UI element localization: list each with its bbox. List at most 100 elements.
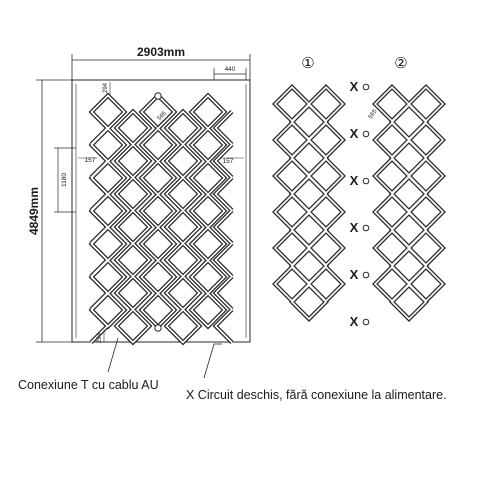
p2-cell-a-1-1 (406, 120, 446, 160)
main-edge-right-inner-6 (214, 308, 233, 344)
panel-2-label: ② (394, 55, 407, 72)
p1-cell-a-0-0-inner (273, 85, 311, 123)
caption-pointers (107, 337, 222, 379)
break-connector (362, 130, 370, 138)
p1-cell-b-3 (289, 210, 329, 250)
p1-cell-b-1 (289, 138, 329, 178)
lattice-main-inner (90, 94, 233, 344)
break-x-marker: X (350, 267, 359, 282)
break-x-marker: X (350, 173, 359, 188)
p1-cell-b-5 (289, 282, 329, 322)
p2-cell-b-2-inner (390, 175, 428, 213)
cell-span-right-label: 565 (368, 108, 379, 120)
frame-rect (71, 79, 251, 343)
cell-span-label: 565 (157, 110, 169, 122)
p2-cell-a-4-0 (372, 228, 412, 268)
p2-cell-a-5-0-inner (373, 265, 411, 303)
side-left-label: 157 (85, 157, 96, 164)
main-cell-b-6-1-inner (165, 308, 201, 344)
break-connector (362, 177, 370, 185)
p1-cell-b-0 (289, 102, 329, 142)
break-x-marker: X (350, 220, 359, 235)
p2-cell-a-5-1-inner (407, 265, 445, 303)
break-markers: X X X X X X (350, 79, 370, 329)
main-edge-left-inner-0 (90, 110, 109, 146)
width-dimension (71, 54, 251, 80)
p2-cell-a-5-0 (372, 264, 412, 304)
break-connector (362, 83, 370, 91)
p2-cell-a-2-1 (406, 156, 446, 196)
p1-cell-a-0-1 (306, 84, 346, 124)
p1-cell-b-5-inner (290, 283, 328, 321)
p2-cell-a-1-1-inner (407, 121, 445, 159)
p2-cell-b-5 (389, 282, 429, 322)
p2-cell-a-1-0-inner (373, 121, 411, 159)
p2-cell-a-3-0-inner (373, 193, 411, 231)
break-connector (362, 318, 370, 326)
main-edge-right-inner-5 (214, 275, 233, 311)
p1-cell-a-5-0-inner (273, 265, 311, 303)
main-edge-right-inner-2 (214, 176, 233, 212)
p1-cell-a-3-1-inner (307, 193, 345, 231)
main-connectors (154, 92, 162, 332)
p2-cell-a-2-0 (372, 156, 412, 196)
bottom-connector (154, 324, 162, 332)
p2-cell-a-3-1-inner (407, 193, 445, 231)
lattice-panel-2-inner (373, 85, 445, 321)
p2-cell-a-2-1-inner (407, 157, 445, 195)
p1-cell-a-2-0-inner (273, 157, 311, 195)
break-connector (362, 224, 370, 232)
p2-cell-b-1-inner (390, 139, 428, 177)
p1-cell-b-1-inner (290, 139, 328, 177)
p2-cell-b-3 (389, 210, 429, 250)
main-cell-a-6-2-inner (190, 292, 226, 328)
p1-cell-a-1-0 (272, 120, 312, 160)
bottom-gap-label: 294 (97, 332, 103, 343)
p1-cell-a-0-1-inner (307, 85, 345, 123)
main-edge-right-inner-4 (214, 242, 233, 278)
p1-cell-a-3-0-inner (273, 193, 311, 231)
p1-cell-a-4-0 (272, 228, 312, 268)
p1-cell-a-2-0 (272, 156, 312, 196)
p1-cell-a-2-1-inner (307, 157, 345, 195)
p1-cell-a-1-1 (306, 120, 346, 160)
p2-cell-b-2 (389, 174, 429, 214)
break-connector (362, 271, 370, 279)
p1-cell-a-3-0 (272, 192, 312, 232)
vertical-gap-label: 1180 (61, 173, 68, 187)
main-edge-right-inner-1 (214, 143, 233, 179)
corner-offset-label: 440 (225, 66, 236, 73)
p2-cell-a-3-1 (406, 192, 446, 232)
vertical-gap-dimension (54, 147, 76, 213)
break-x-marker: X (350, 314, 359, 329)
p2-cell-a-0-0-inner (373, 85, 411, 123)
p1-cell-a-4-1 (306, 228, 346, 268)
p2-cell-b-4-inner (390, 247, 428, 285)
p2-cell-b-3-inner (390, 211, 428, 249)
side-right-label: 157 (223, 158, 234, 165)
main-edge-left-inner-1 (90, 143, 109, 179)
main-edge-left-inner-6 (90, 308, 109, 344)
height-dimension (36, 79, 72, 343)
p1-cell-a-3-1 (306, 192, 346, 232)
p1-cell-b-2 (289, 174, 329, 214)
p1-cell-a-4-0-inner (273, 229, 311, 267)
break-x-marker: X (350, 126, 359, 141)
p1-cell-a-1-1-inner (307, 121, 345, 159)
frame (71, 79, 251, 343)
p2-cell-a-5-1 (406, 264, 446, 304)
p1-cell-a-0-0 (272, 84, 312, 124)
p2-cell-a-2-0-inner (373, 157, 411, 195)
p1-cell-b-3-inner (290, 211, 328, 249)
p2-cell-b-0-inner (390, 103, 428, 141)
main-edge-left-inner-2 (90, 176, 109, 212)
p1-cell-a-1-0-inner (273, 121, 311, 159)
lattice-panel-1-inner (273, 85, 345, 321)
break-x-marker: X (350, 79, 359, 94)
p1-cell-b-2-inner (290, 175, 328, 213)
width-label: 2903mm (137, 45, 185, 59)
p2-cell-b-5-inner (390, 283, 428, 321)
corner-offset-dimension (213, 68, 247, 80)
main-edge-right-inner-3 (214, 209, 233, 245)
